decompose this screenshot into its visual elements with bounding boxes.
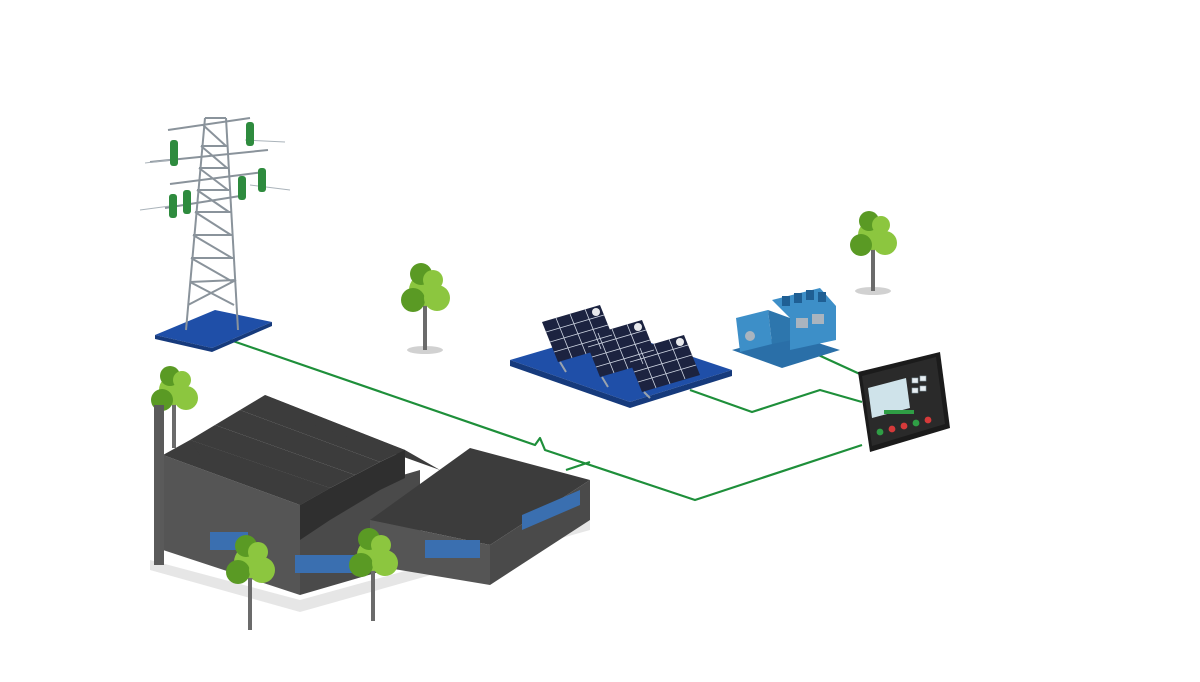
transmission-tower-icon <box>139 117 291 352</box>
tree-icon <box>850 211 897 295</box>
diesel-generator-icon <box>732 288 840 368</box>
tree-icon <box>349 528 398 621</box>
solar-platform-side-right <box>630 370 732 408</box>
factory-chimney <box>154 405 164 565</box>
controller-screen <box>868 378 910 418</box>
solar-panel-icon <box>510 305 732 408</box>
wire-solar-to-controller <box>689 388 863 414</box>
tree-icon <box>226 535 275 630</box>
solar-platform-side <box>510 360 630 408</box>
controller-buttons[interactable] <box>876 410 932 436</box>
genset-alternator <box>736 310 772 352</box>
controller-panel-icon[interactable] <box>858 352 950 452</box>
factory-annex-roof <box>370 448 590 545</box>
factory-building-icon <box>150 395 590 612</box>
tree-icon <box>151 366 198 448</box>
tree-icon <box>401 263 450 354</box>
wire-factory-to-junction <box>565 460 591 472</box>
tower-platform-side <box>155 335 212 352</box>
wire-grid-to-controller <box>229 338 863 502</box>
tower-platform-side-right <box>212 322 272 352</box>
tower-platform <box>155 310 272 348</box>
